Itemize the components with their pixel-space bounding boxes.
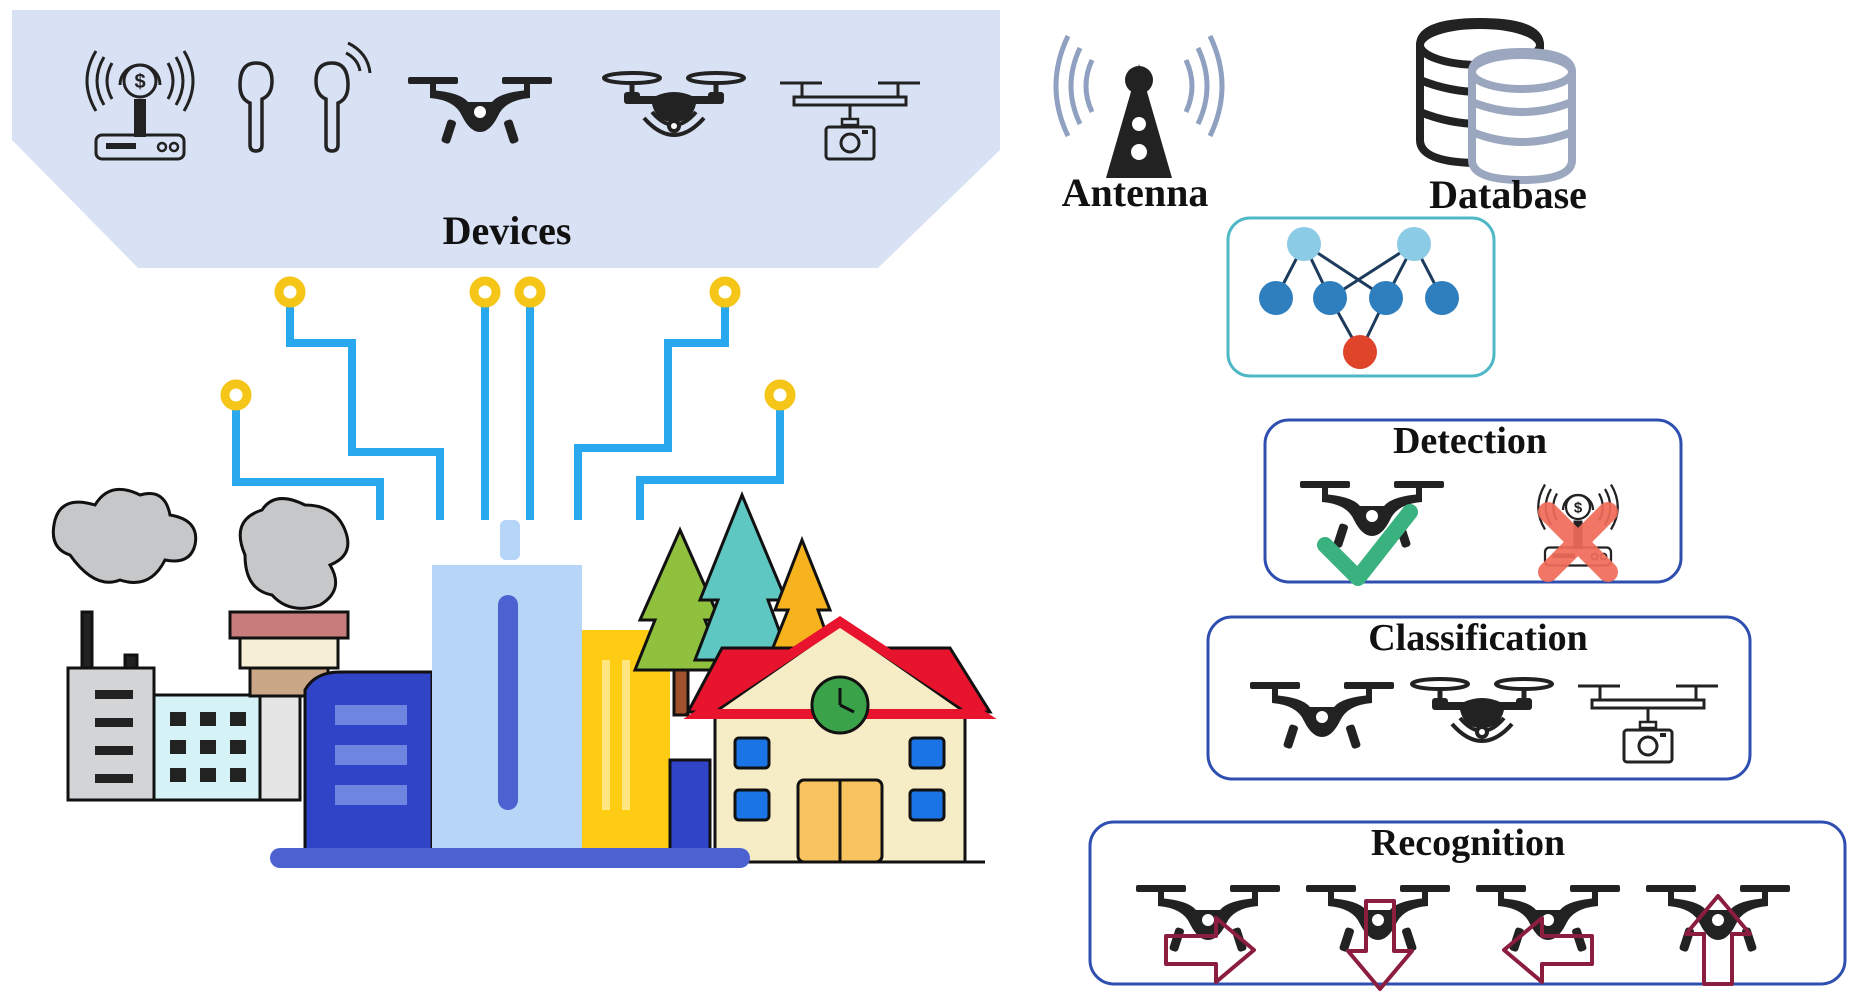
- cross-mark-icon: [1538, 502, 1618, 582]
- database-label: Database: [1429, 172, 1587, 217]
- devices-label: Devices: [443, 208, 572, 253]
- neural-network-icon: [1259, 227, 1459, 369]
- antenna-label: Antenna: [1062, 170, 1209, 215]
- database-icon: [1416, 17, 1576, 185]
- city-illustration: [51, 487, 997, 868]
- classification-box: [1206, 615, 1752, 781]
- recognition-box: [1088, 820, 1847, 986]
- recognition-label: Recognition: [1371, 822, 1565, 864]
- antenna-tower-icon: [1053, 34, 1225, 178]
- check-mark-icon: [1317, 504, 1418, 586]
- devices-panel: [12, 10, 1000, 268]
- classification-label: Classification: [1368, 617, 1588, 659]
- detection-label: Detection: [1393, 420, 1547, 462]
- circuit-lines: [232, 292, 784, 520]
- circuit-nodes: [220, 276, 796, 411]
